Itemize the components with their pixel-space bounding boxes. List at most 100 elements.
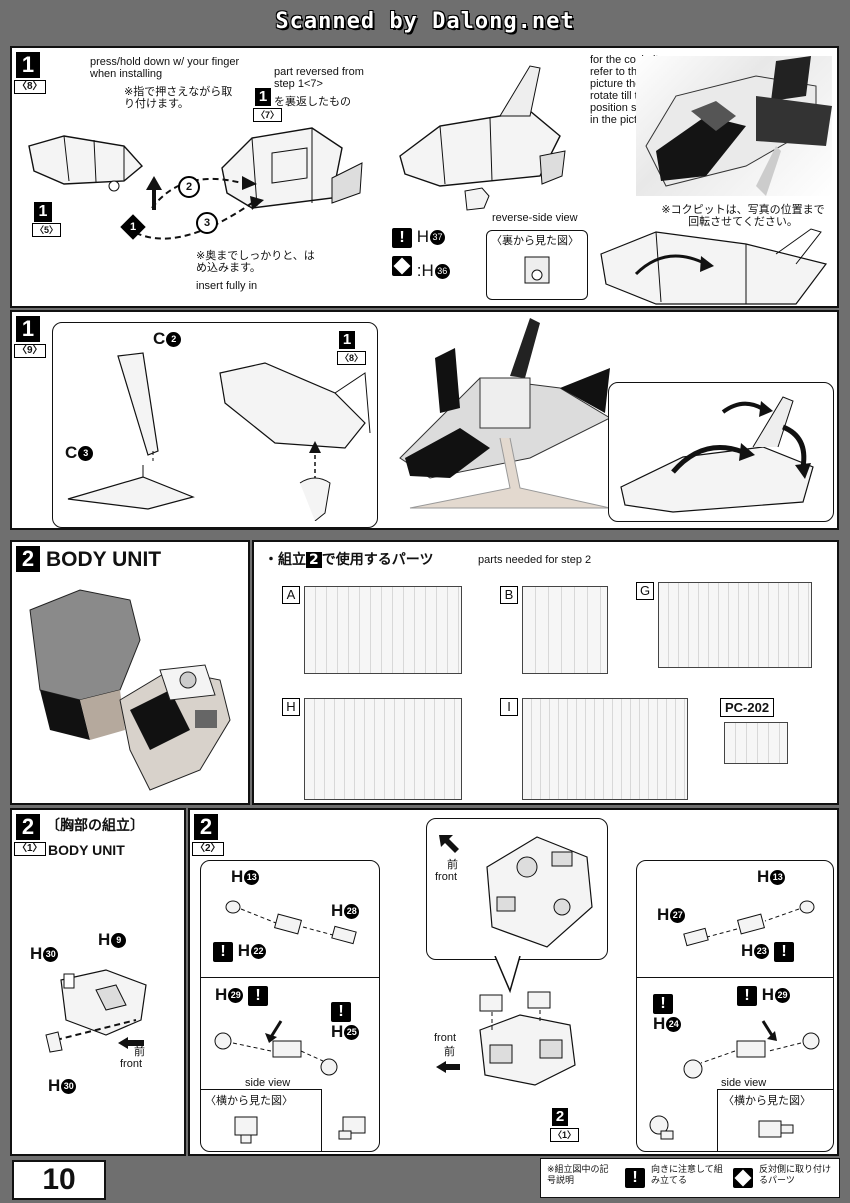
fighter-stand-photo-illustration [399,318,612,509]
fighter-assembled-illustration [399,65,566,187]
attention-icon: ! [392,228,412,248]
reverse-view-label: reverse-side view [492,212,578,224]
cockpit-rotate-illustration [600,228,828,305]
body-unit-photo [20,580,246,800]
fighter-stand-photo [390,318,630,518]
scan-credit-header: Scanned by Dalong.net [275,9,575,34]
sprue-label-b: B [500,586,518,604]
ref-sub-2-1: 〈1〉 [550,1128,580,1142]
chest-top-illustration [486,836,593,948]
side-view-label-right-jp: 〈横から見た図〉 [723,1094,811,1107]
ref-badge-2-1: 2 [552,1108,568,1126]
ref-badge-7: 1 [255,88,271,106]
sprue-g [658,582,812,668]
front-label-jp: 前 [134,1045,145,1058]
side-view-right-part-illustration [649,1115,674,1140]
flip-side-icon [392,256,412,276]
left-joint-inner-divider [201,977,379,978]
body-unit-title: BODY UNIT [48,842,125,858]
insert-fully-note-jp: ※奥までしっかりと、はめ込みます。 [196,249,315,274]
sprue-a [304,586,462,674]
front-label-top-jp: 前 [447,858,458,871]
sprue-label-i: I [500,698,518,716]
reverse-view-label-jp: 〈裏から見た図〉 [491,234,579,247]
chest-frame-illustration [45,969,147,1053]
side-view-left-vdivider [321,1089,322,1151]
symbol-legend: ※組立図中の記号説明 ! 向きに注意して組み立てる 反対側に取り付けるパーツ [540,1158,840,1198]
side-view-right-divider [717,1089,833,1090]
sprue-i [522,698,688,800]
side-view-left-part-illustration [338,1116,366,1140]
attention-icon: ! [774,942,795,962]
sprue-b [522,586,608,674]
center-top-callout: 前 front [426,818,608,960]
press-hold-note: press/hold down w/ your finger when inst… [90,56,240,80]
ref-badge-5: 1 [34,202,52,222]
left-side-joint-illustration [214,1020,338,1076]
sprue-label-a: A [282,586,300,604]
step-badge: 2 [16,814,40,840]
legend-flip-icon [733,1168,753,1188]
step-badge: 1 [16,52,40,78]
ref-sub-8: 〈8〉 [337,351,367,365]
ref-sub-7: 〈7〉 [253,108,283,122]
front-label-center-jp: 前 [444,1045,455,1058]
legend-attention-icon: ! [625,1168,645,1188]
stand-arm-illustration [117,352,159,461]
legend-title-jp: ※組立図中の記号説明 [547,1165,609,1186]
ref-sub-5: 〈5〉 [32,223,62,237]
side-view-label-left-jp: 〈横から見た図〉 [205,1094,293,1107]
step-sub-badge: 〈1〉 [14,842,46,856]
front-arrow-top-icon [439,835,459,853]
reverse-view-detail [524,256,550,284]
side-view-label-left: side view [245,1077,291,1089]
cockpit-photo-illustration [645,56,832,196]
attention-icon: ! [653,994,673,1014]
step-badge: 1 [16,316,40,342]
sprue-label-g: G [636,582,654,600]
front-label-center: front [434,1032,457,1044]
sprue-label-h: H [282,698,300,716]
right-joint-inner-divider [637,977,833,978]
cockpit-section-illustration [221,127,363,209]
attention-icon: ! [248,986,269,1006]
rotate-detail-illustration [620,396,814,513]
step-badge: 2 [16,546,40,572]
side-view-right-illustration [758,1120,794,1138]
step-1-8-panel: 1 〈8〉 press/hold down w/ your finger whe… [10,46,839,308]
front-arrow-icon [118,1037,144,1049]
ref-badge-8: 1 [339,331,355,349]
parts-needed-heading: parts needed for step 2 [478,554,592,566]
order-marker-2: 2 [178,176,200,198]
press-hold-note-jp: ※指で押さえながら取り付けます。 [124,85,233,110]
cockpit-rotate-note-jp: ※コクピットは、写真の位置まで回転させてください。 [661,203,825,228]
cockpit-part-illustration [464,187,490,211]
chest-assembly-illustration [479,991,576,1086]
attention-icon: ! [213,942,233,962]
front-label: front [120,1058,143,1070]
step-sub-badge: 〈8〉 [14,80,46,94]
insert-fully-note: insert fully in [196,280,258,292]
front-arrow-center-icon [436,1061,460,1073]
cockpit-photo [636,56,832,196]
